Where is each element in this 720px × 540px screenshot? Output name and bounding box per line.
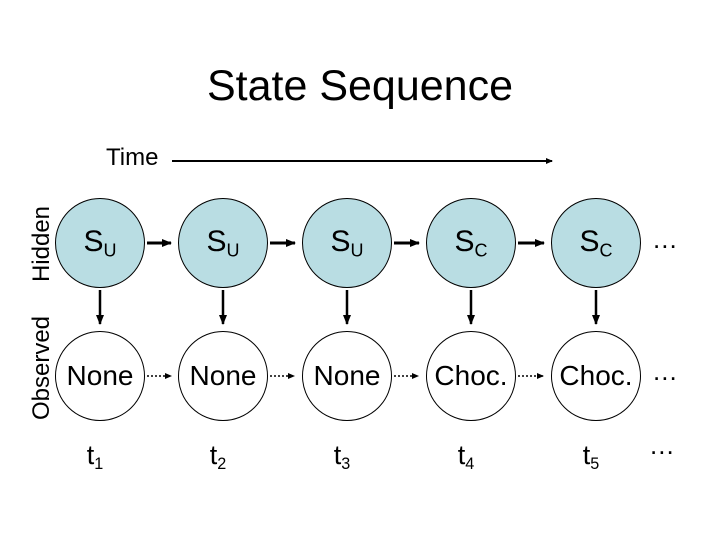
time-row-ellipsis: ... [650,430,675,460]
hidden-state-label: SU [83,224,117,261]
observed-label: Choc. [434,360,508,391]
observed-node: Choc. [551,331,641,421]
time-tick-label: t2 [209,440,227,473]
hidden-state-label: SU [206,224,240,261]
observed-label: None [189,360,257,391]
hidden-state-label: SC [579,224,613,261]
time-tick-label: t3 [333,440,351,473]
observed-label: None [313,360,381,391]
hidden-row-ellipsis: ... [653,224,678,254]
observed-label: None [66,360,134,391]
time-axis-label: Time [106,144,159,171]
observed-label: Choc. [559,360,633,391]
hidden-state-node: SC [551,198,641,288]
time-tick-label: t5 [582,440,600,473]
observed-node: Choc. [426,331,516,421]
hidden-state-label: SC [454,224,488,261]
hidden-state-node: SU [55,198,145,288]
observed-node: None [302,331,392,421]
hidden-state-node: SU [302,198,392,288]
hidden-state-label: SU [330,224,364,261]
hidden-state-node: SU [178,198,268,288]
observed-node: None [178,331,268,421]
time-tick-label: t1 [86,440,104,473]
observed-row-ellipsis: ... [653,356,678,386]
observed-node: None [55,331,145,421]
hidden-state-node: SC [426,198,516,288]
slide-title: State Sequence [206,62,514,110]
time-tick-label: t4 [457,440,475,473]
